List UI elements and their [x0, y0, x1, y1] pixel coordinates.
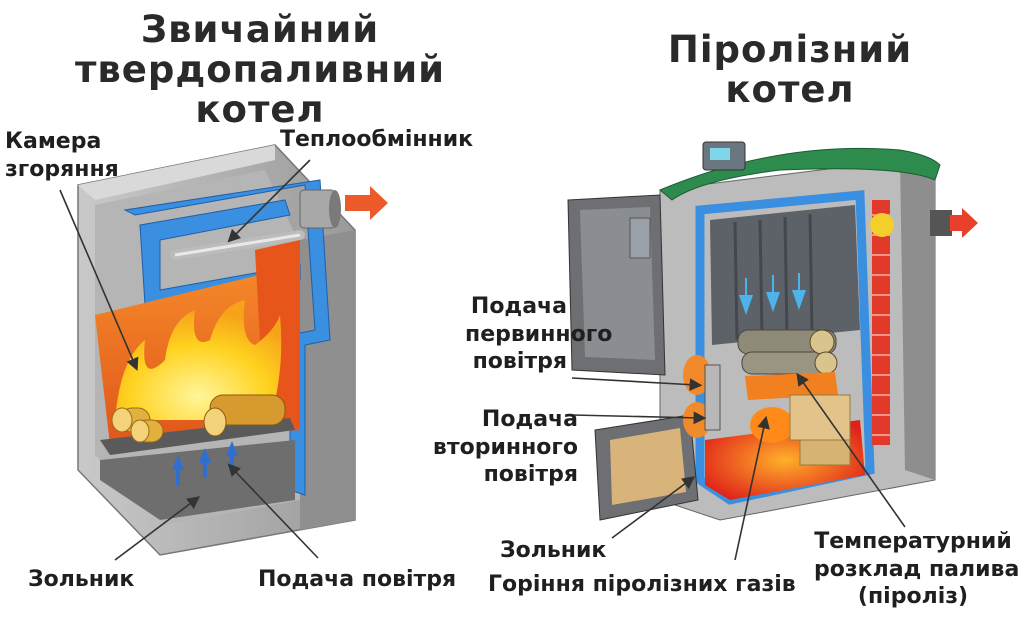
- primary-air-label-line-3: повітря: [472, 349, 567, 374]
- secondary-air-label-line-1: Подача: [481, 407, 578, 432]
- temperature-decomposition-label-line-3: (піроліз): [857, 584, 969, 609]
- right-ash-pan-label: Зольник: [500, 538, 607, 563]
- secondary-air-label-line-3: повітря: [483, 462, 578, 487]
- primary-air-label: Подача первинного повітря: [465, 293, 613, 376]
- left-title-line-1: Звичайний: [140, 8, 380, 51]
- pyrolysis-gas-burning-label: Горіння піролізних газів: [488, 572, 796, 597]
- primary-air-label-line-2: первинного: [465, 321, 613, 347]
- air-supply-label: Подача повітря: [258, 567, 457, 592]
- temperature-decomposition-label-line-2: розклад палива: [814, 556, 1020, 582]
- temperature-decomposition-label-line-1: Температурний: [814, 529, 1012, 554]
- combustion-chamber-label-line-2: згоряння: [5, 156, 119, 182]
- right-title: Піролізний котел: [667, 28, 913, 111]
- secondary-air-label: Подача вторинного повітря: [430, 406, 578, 489]
- pyrolysis-boiler: [567, 141, 978, 561]
- primary-air-label-line-1: Подача: [470, 294, 567, 319]
- left-title: Звичайний твердопаливний котел: [20, 10, 500, 130]
- combustion-chamber-label: Камера згоряння: [5, 128, 119, 183]
- left-ash-pan-label: Зольник: [28, 567, 135, 592]
- heat-exchanger-label: Теплообмінник: [280, 127, 474, 152]
- secondary-air-label-line-2: вторинного: [432, 434, 578, 460]
- combustion-chamber-label-line-1: Камера: [5, 129, 102, 154]
- conventional-boiler: [59, 144, 388, 561]
- left-title-line-2: твердопаливний котел: [74, 47, 446, 131]
- temperature-decomposition-label: Температурний розклад палива (піроліз): [814, 528, 1020, 611]
